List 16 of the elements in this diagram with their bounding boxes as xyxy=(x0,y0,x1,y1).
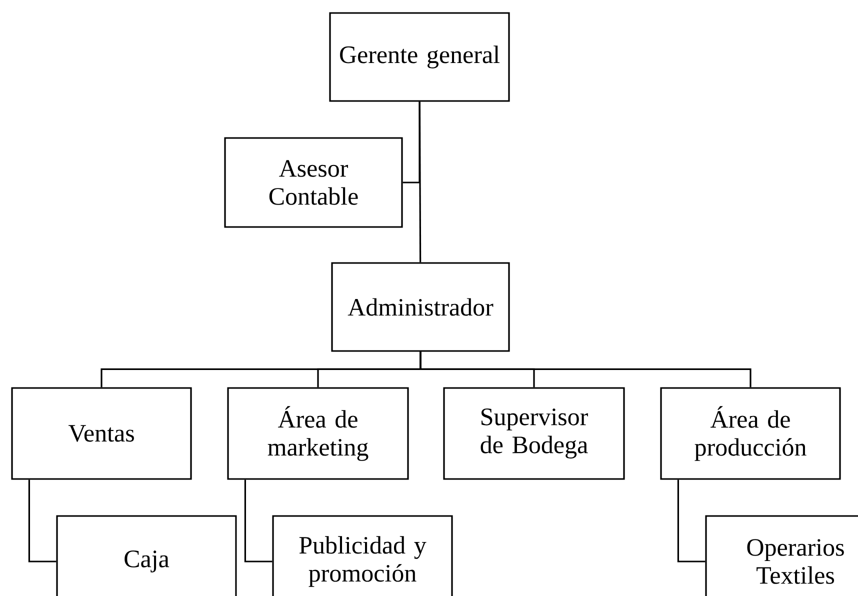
connector-line xyxy=(402,102,420,184)
org-box: Operarios Textiles xyxy=(705,515,858,596)
org-box: Supervisor de Bodega xyxy=(443,387,625,480)
org-box: Área de marketing xyxy=(227,387,409,480)
org-box: Publicidad y promoción xyxy=(272,515,453,596)
connector-line xyxy=(244,480,272,562)
connector-line xyxy=(420,352,752,388)
org-box: Administrador xyxy=(331,262,510,352)
org-box: Asesor Contable xyxy=(224,137,403,228)
org-box: Gerente general xyxy=(329,12,510,102)
org-box: Caja xyxy=(56,515,237,596)
connector-line xyxy=(28,480,56,562)
org-box: Ventas xyxy=(11,387,192,480)
connector-line xyxy=(677,480,706,562)
connector-line xyxy=(418,102,422,262)
org-box: Área de producción xyxy=(660,387,841,480)
